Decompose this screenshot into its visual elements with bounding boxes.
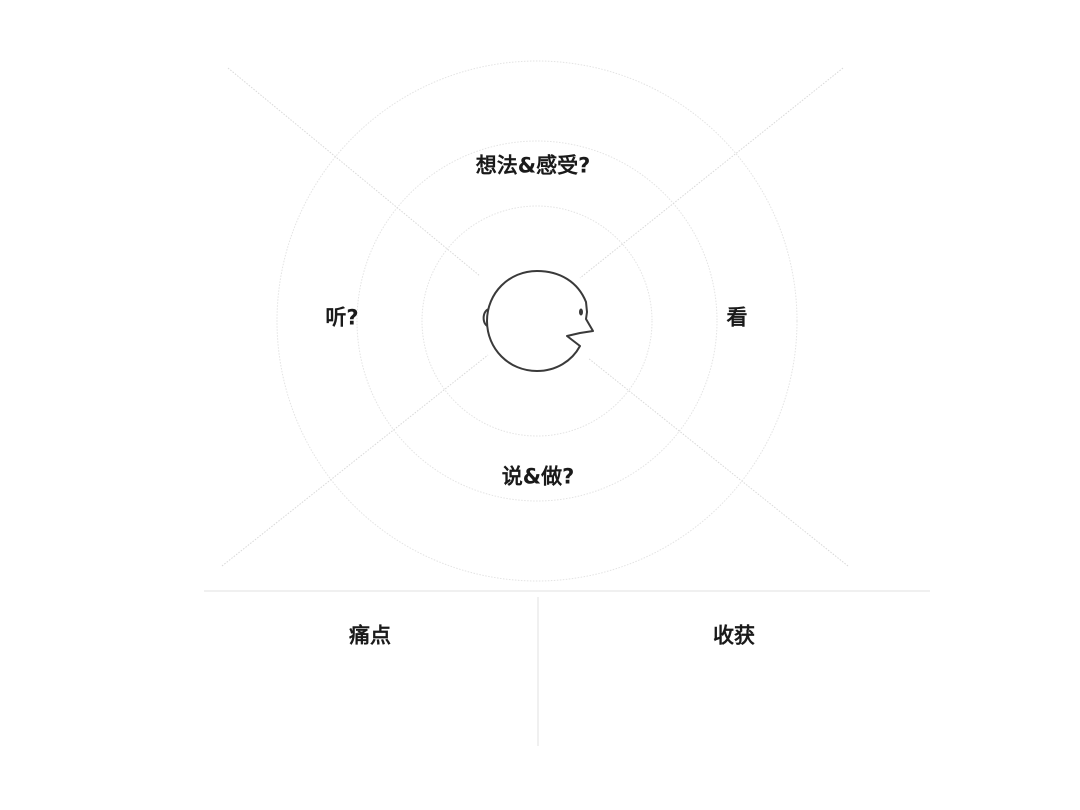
pains-label: 痛点 [349, 623, 391, 648]
outer-circle [276, 60, 798, 582]
see-label: 看 [726, 305, 748, 330]
inner-circle [421, 205, 653, 437]
head-outline [486, 270, 594, 372]
diagonal-top-left [227, 67, 481, 277]
middle-circle [356, 140, 718, 502]
say-and-do-label: 说&做? [501, 464, 575, 489]
diagonal-bottom-left [221, 354, 489, 567]
head-icon [482, 270, 594, 372]
think-and-feel-label: 想法&感受? [475, 153, 591, 178]
diagonal-bottom-right [587, 357, 849, 567]
diagonal-top-right [579, 67, 844, 279]
eye-icon [579, 308, 583, 316]
gains-label: 收获 [713, 623, 755, 648]
hear-label: 听? [325, 305, 359, 330]
